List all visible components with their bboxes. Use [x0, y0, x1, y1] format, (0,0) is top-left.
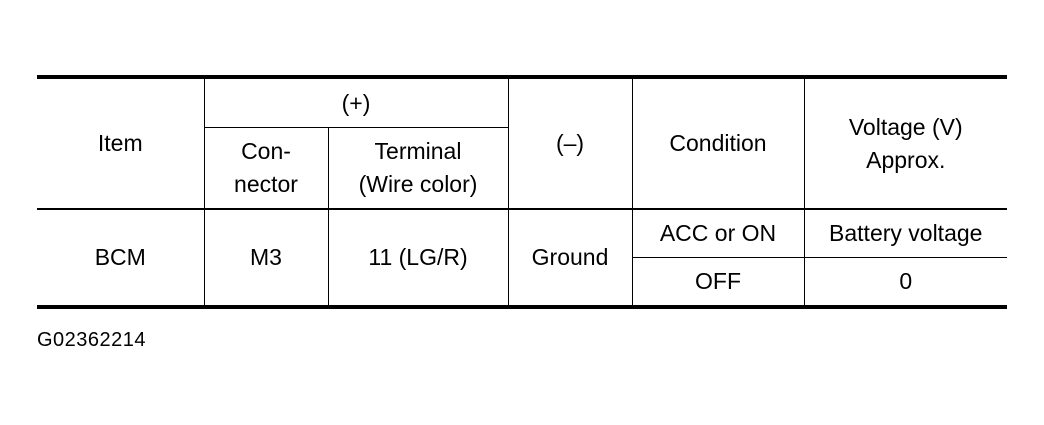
condition-cell: OFF — [632, 257, 805, 307]
minus-cell: Ground — [507, 208, 633, 308]
connector-cell: M3 — [203, 208, 329, 308]
voltage-cell: 0 — [803, 257, 1007, 307]
condition-cell: ACC or ON — [631, 208, 805, 258]
voltage-cell: Battery voltage — [803, 208, 1007, 258]
spec-table: Item (+) (–) Condition Voltage (V) Appro… — [37, 75, 1007, 309]
terminal-header: Terminal (Wire color) — [327, 127, 509, 210]
table-row: BCM M3 11 (LG/R) Ground ACC or ON Batter… — [37, 208, 1007, 308]
voltage-header: Voltage (V) Approx. — [803, 77, 1007, 210]
header-row-1: Item (+) (–) Condition Voltage (V) Appro… — [37, 77, 1007, 210]
table-row: OFF 0 — [37, 257, 1007, 307]
connector-header: Con- nector — [204, 127, 329, 210]
figure-id: G02362214 — [37, 329, 147, 351]
header-row-2: Con- nector Terminal (Wire color) — [37, 127, 1007, 210]
item-cell: BCM — [37, 208, 205, 308]
minus-header: (–) — [507, 77, 633, 210]
condition-header: Condition — [631, 77, 805, 210]
item-header: Item — [37, 77, 205, 210]
plus-header: (+) — [203, 77, 509, 128]
terminal-cell: 11 (LG/R) — [327, 208, 509, 308]
